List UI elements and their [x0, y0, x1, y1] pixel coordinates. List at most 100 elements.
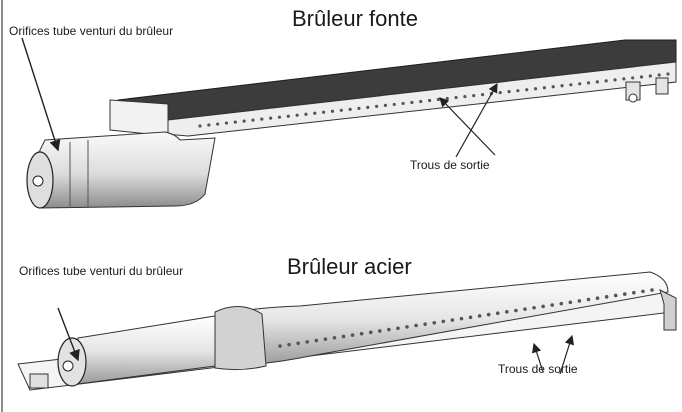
outlet-hole — [631, 76, 635, 80]
outlet-hole — [251, 118, 255, 122]
outlet-hole — [648, 74, 652, 78]
outlet-label-steel: Trous de sortie — [498, 362, 578, 376]
outlet-hole — [224, 121, 229, 125]
outlet-hole — [578, 82, 582, 86]
outlet-hole — [533, 87, 538, 91]
outlet-hole — [441, 319, 446, 324]
outlet-hole — [613, 293, 618, 298]
outlet-hole — [523, 307, 527, 311]
outlet-hole — [339, 108, 343, 112]
outlet-hole — [287, 342, 291, 347]
venturi-tube — [35, 131, 216, 209]
outlet-hole — [657, 73, 661, 77]
outlet-hole — [495, 311, 500, 316]
outlet-hole — [516, 89, 520, 93]
outlet-hole — [286, 114, 290, 118]
outlet-hole — [463, 94, 467, 99]
outlet-hole — [410, 100, 414, 105]
outlet-hole — [432, 320, 437, 325]
outlet-hole — [419, 99, 423, 104]
outlet-hole — [359, 331, 364, 336]
outlet-hole — [532, 305, 536, 310]
outlet-hole — [641, 289, 645, 294]
outlet-hole — [304, 112, 308, 116]
outlet-hole — [542, 86, 546, 90]
cast-iron-burner — [26, 39, 677, 209]
outlet-hole — [322, 110, 326, 114]
outlet-hole — [632, 290, 636, 295]
outlet-hole — [323, 337, 328, 341]
outlet-hole — [269, 116, 273, 120]
outlet-hole — [639, 75, 644, 79]
outlet-hole — [368, 330, 373, 335]
outlet-hole — [313, 111, 317, 115]
outlet-hole — [295, 113, 299, 117]
steel-burner — [17, 271, 677, 391]
outlet-hole — [260, 117, 264, 121]
outlet-hole — [305, 340, 310, 344]
outlet-hole — [423, 322, 427, 326]
panel-title-steel: Brûleur acier — [287, 254, 412, 279]
outlet-hole — [450, 318, 455, 322]
outlet-hole — [366, 105, 370, 109]
outlet-hole — [560, 84, 564, 88]
outlet-hole — [551, 85, 555, 89]
outlet-hole — [507, 90, 511, 94]
outlet-hole — [595, 296, 600, 300]
outlet-hole — [233, 120, 237, 124]
outlet-hole — [414, 323, 418, 328]
outlet-hole — [392, 102, 396, 107]
outlet-hole — [586, 81, 591, 85]
outlet-hole — [277, 115, 282, 119]
outlet-arrow-bottom-2 — [559, 334, 575, 375]
tube-collar — [214, 306, 267, 371]
outlet-hole — [505, 310, 509, 314]
outlet-hole — [486, 312, 491, 317]
outlet-hole — [405, 325, 409, 329]
outlet-hole — [622, 292, 627, 296]
outlet-hole — [436, 97, 441, 102]
outlet-arrow-top-1 — [455, 82, 498, 158]
outlet-hole — [396, 326, 400, 331]
outlet-hole — [666, 72, 670, 76]
outlet-hole — [472, 93, 476, 98]
outlet-hole — [350, 333, 355, 337]
outlet-hole — [348, 107, 352, 111]
outlet-hole — [468, 315, 473, 320]
inlet-orifice — [32, 175, 44, 187]
outlet-hole — [242, 119, 246, 123]
outlet-hole — [401, 101, 405, 106]
venturi-taper — [77, 315, 216, 385]
inlet-label-steel: Orifices tube venturi du brûleur — [19, 264, 184, 278]
outlet-holes-row-steel — [278, 288, 654, 348]
outlet-hole — [595, 80, 599, 84]
outlet-hole — [198, 124, 202, 128]
outlet-hole — [613, 78, 617, 82]
outlet-hole — [559, 301, 564, 306]
outlet-label-cast-iron: Trous de sortie — [410, 158, 490, 172]
outlet-hole — [330, 109, 335, 113]
outlet-hole — [207, 123, 211, 127]
outlet-arrow-bottom-1 — [532, 342, 544, 373]
outlet-hole — [454, 95, 458, 100]
outlet-hole — [514, 308, 518, 313]
panel-title-cast-iron: Brûleur fonte — [292, 6, 418, 31]
outlet-hole — [586, 297, 591, 302]
outlet-hole — [445, 96, 449, 101]
outlet-hole — [650, 288, 654, 292]
outlet-hole — [541, 304, 545, 309]
outlet-hole — [577, 299, 582, 303]
outlet-hole — [387, 327, 391, 332]
outlet-hole — [427, 98, 432, 103]
inlet-arrow-top — [21, 37, 61, 152]
outlet-hole — [480, 93, 485, 97]
outlet-arrow-top-2 — [439, 97, 496, 156]
inlet-arrow-bottom — [57, 307, 80, 362]
outlet-hole — [278, 344, 282, 348]
outlet-hole — [216, 122, 220, 126]
outlet-hole — [569, 83, 573, 87]
outlet-hole — [459, 316, 464, 321]
outlet-hole — [314, 338, 319, 343]
